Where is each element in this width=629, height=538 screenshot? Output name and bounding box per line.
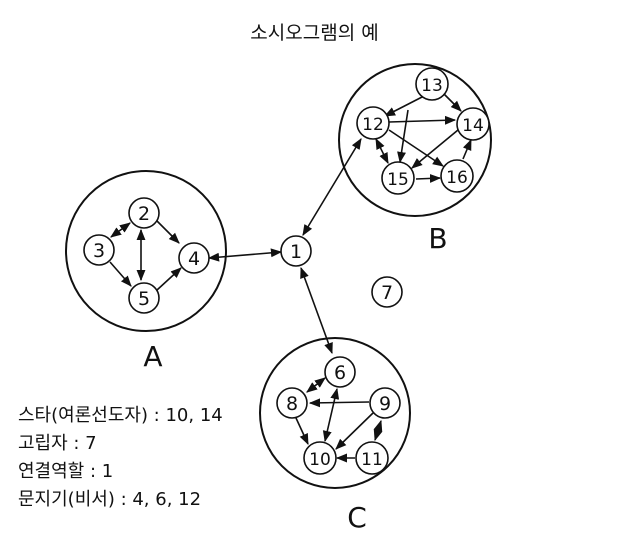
edge-3-5 [109, 261, 132, 287]
node-12: 12 [356, 106, 390, 140]
edge-9-11 [373, 419, 383, 442]
legend-gatekeeper: 문지기(비서) : 4, 6, 12 [18, 489, 202, 510]
node-6: 6 [324, 356, 356, 388]
node-2: 2 [128, 197, 160, 229]
edge-14-15 [411, 129, 459, 169]
node-4: 4 [178, 242, 210, 274]
svg-text:8: 8 [286, 393, 298, 415]
node-15: 15 [381, 161, 415, 195]
svg-text:16: 16 [446, 168, 468, 188]
edge-2-4 [156, 220, 180, 244]
svg-text:13: 13 [421, 76, 443, 96]
edge-5-4 [156, 267, 182, 291]
group-label-b: B [428, 222, 447, 255]
nodes: 1 2 3 4 5 6 7 8 9 10 11 12 13 14 15 16 [83, 67, 490, 475]
svg-text:10: 10 [309, 450, 331, 470]
group-label-c: C [347, 501, 367, 534]
svg-text:5: 5 [138, 288, 150, 310]
edge-13-14 [443, 93, 462, 112]
edge-12-16 [388, 129, 444, 167]
svg-text:11: 11 [361, 450, 383, 470]
edge-9-8 [308, 398, 370, 408]
node-7: 7 [371, 276, 403, 308]
svg-text:9: 9 [379, 393, 391, 415]
svg-text:12: 12 [362, 115, 384, 135]
group-circle-c [259, 337, 411, 489]
edge-13-12 [384, 95, 425, 117]
svg-text:7: 7 [381, 282, 393, 304]
group-label-a: A [143, 340, 162, 373]
node-5: 5 [128, 282, 160, 314]
edge-15-12 [397, 109, 409, 164]
edge-6-8 [306, 377, 326, 393]
edge-8-10 [295, 417, 309, 446]
node-8: 8 [276, 387, 308, 419]
edge-4-1 [207, 248, 283, 262]
node-1: 1 [280, 235, 312, 267]
node-10: 10 [303, 441, 337, 475]
svg-text:15: 15 [387, 170, 409, 190]
node-14: 14 [456, 107, 490, 141]
svg-text:4: 4 [188, 248, 200, 270]
edges [109, 93, 472, 463]
edge-15-16 [415, 173, 442, 183]
node-11: 11 [355, 441, 389, 475]
edge-9-10 [335, 412, 374, 450]
legend-liaison: 연결역할 : 1 [18, 461, 114, 482]
svg-text:3: 3 [93, 240, 105, 262]
edge-2-3 [110, 222, 131, 238]
edge-6-10 [322, 387, 340, 443]
legend-isolate: 고립자 : 7 [18, 433, 97, 454]
svg-text:14: 14 [462, 116, 484, 136]
svg-text:1: 1 [290, 241, 302, 263]
diagram-title: 소시오그램의 예 [250, 22, 379, 44]
node-3: 3 [83, 234, 115, 266]
edge-1-6 [300, 266, 333, 355]
node-13: 13 [415, 67, 449, 101]
edge-16-14 [462, 138, 472, 160]
legend-star: 스타(여론선도자) : 10, 14 [18, 405, 223, 426]
edge-12-14 [388, 115, 457, 125]
node-9: 9 [369, 387, 401, 419]
edge-12-15 [375, 137, 389, 165]
edge-1-12 [302, 138, 362, 236]
svg-text:6: 6 [334, 362, 346, 384]
node-16: 16 [440, 159, 474, 193]
legend: 스타(여론선도자) : 10, 14 고립자 : 7 연결역할 : 1 문지기(… [18, 402, 223, 514]
svg-text:2: 2 [138, 203, 150, 225]
